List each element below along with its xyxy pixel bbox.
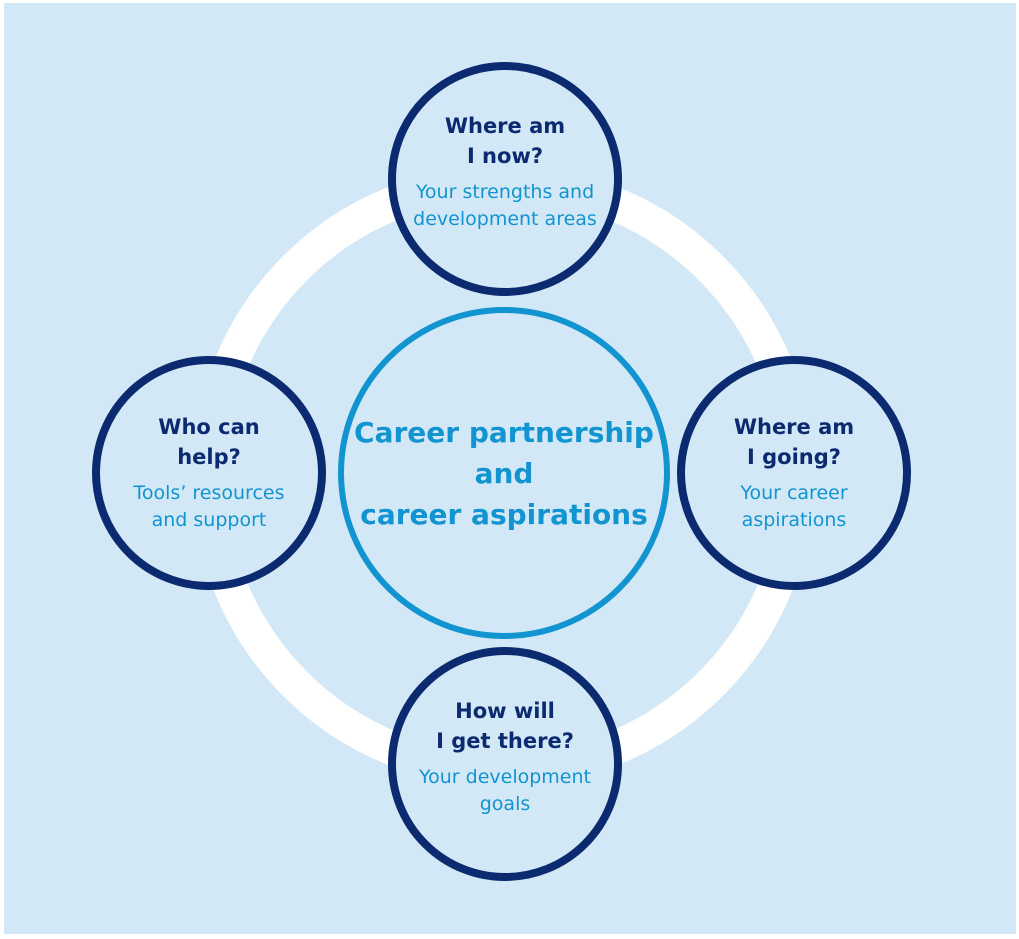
- node-how-will-i-get-there: How will I get there? Your development g…: [388, 647, 622, 881]
- node-question: Who can help?: [158, 415, 260, 469]
- node-question: How will I get there?: [436, 699, 574, 753]
- node-where-am-i-going: Where am I going? Your career aspiration…: [677, 356, 911, 590]
- node-question: Where am I now?: [444, 114, 566, 168]
- node-where-am-i-now: Where am I now? Your strengths and devel…: [388, 62, 622, 296]
- center-title: Career partnership and career aspiration…: [354, 415, 654, 531]
- diagram-canvas: Career partnership and career aspiration…: [4, 3, 1016, 934]
- center-circle: Career partnership and career aspiration…: [338, 307, 670, 639]
- node-answer: Tools’ resources and support: [133, 482, 285, 531]
- node-answer: Your development goals: [419, 766, 591, 815]
- node-who-can-help: Who can help? Tools’ resources and suppo…: [92, 356, 326, 590]
- node-answer: Your career aspirations: [740, 482, 848, 531]
- node-answer: Your strengths and development areas: [413, 181, 597, 230]
- node-question: Where am I going?: [733, 415, 855, 469]
